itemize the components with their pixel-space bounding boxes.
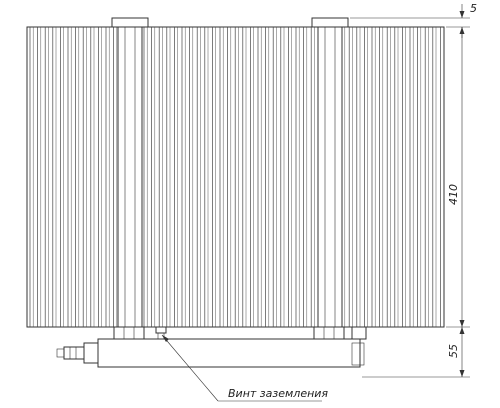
bottom-connection-block — [56, 338, 365, 368]
right-small-nut — [351, 326, 367, 340]
grounding-screw-leader — [161, 334, 322, 402]
right-collector-pipe — [317, 26, 343, 328]
connection-block-end-cap — [351, 342, 365, 366]
dim-label-55: 55 — [447, 344, 460, 358]
radiator-fin-panel — [26, 26, 445, 328]
left-collector-top-cap — [111, 17, 149, 28]
dim-label-410: 410 — [447, 184, 460, 205]
leader-line — [161, 334, 219, 402]
inlet-pipe — [63, 346, 85, 360]
right-collector — [311, 17, 349, 328]
inlet-thread — [56, 348, 65, 358]
inlet-nut — [83, 342, 99, 364]
grounding-screw-label: Винт заземления — [228, 387, 328, 400]
grounding-screw — [155, 326, 167, 340]
right-bottom-nut — [313, 326, 345, 340]
connection-block-body — [97, 338, 361, 368]
right-collector-top-cap — [311, 17, 349, 28]
dimension-lines — [350, 4, 470, 378]
left-collector — [111, 17, 149, 328]
left-bottom-nut — [113, 326, 145, 340]
dim-label-5: 5 — [470, 2, 477, 15]
left-collector-pipe — [117, 26, 143, 328]
leader-arrow — [162, 335, 169, 342]
radiator-fins — [29, 27, 441, 327]
